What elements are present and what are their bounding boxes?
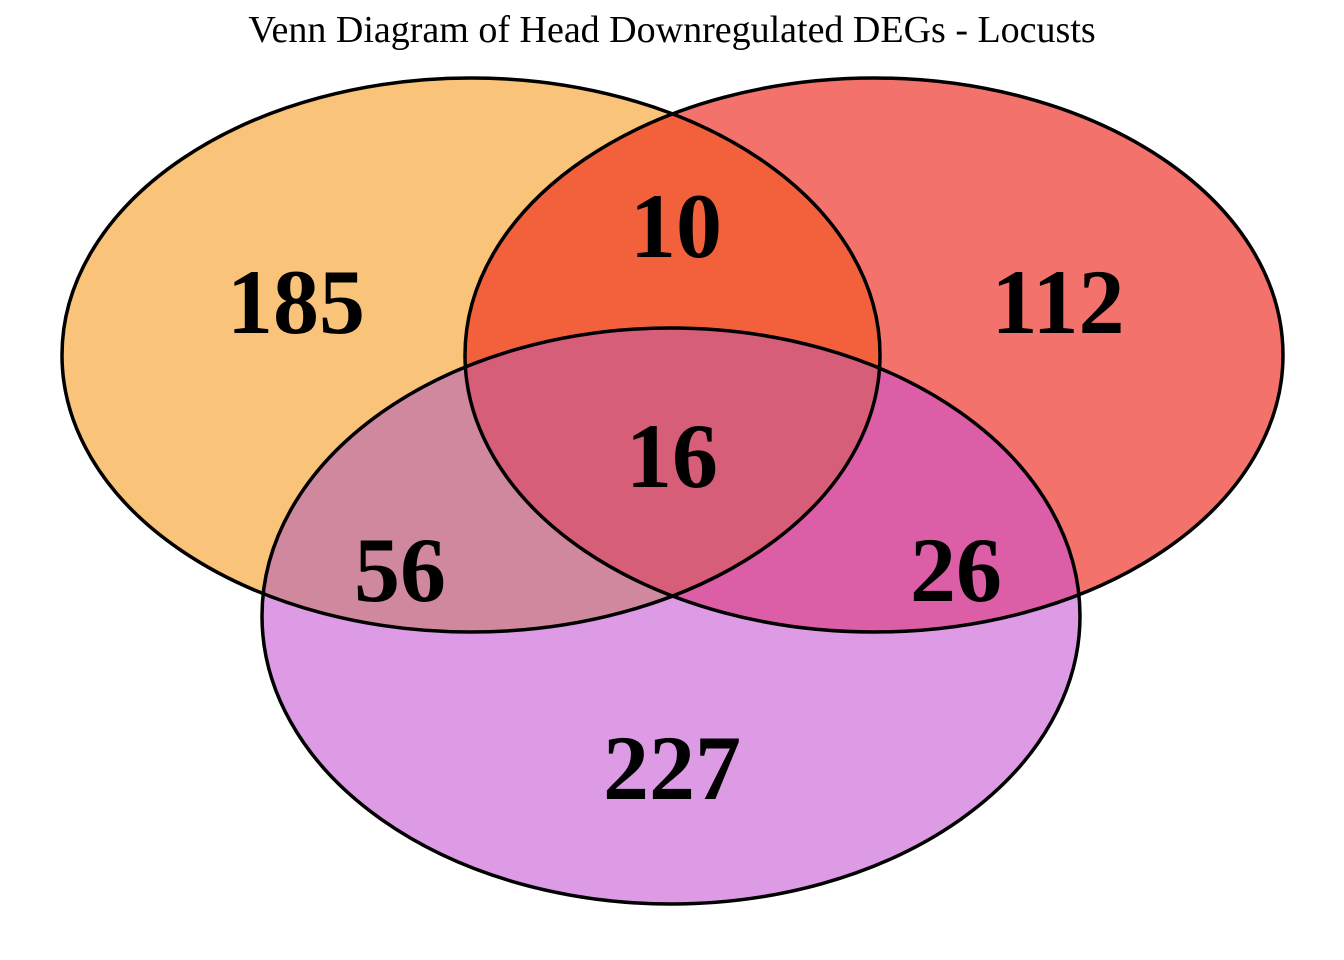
set-c-outline xyxy=(260,326,1082,906)
count-ab-overlap: 10 xyxy=(630,175,722,277)
set-b-outline xyxy=(463,76,1285,634)
count-ac-overlap: 56 xyxy=(354,519,446,621)
count-set-c-only: 227 xyxy=(603,717,741,819)
count-set-a-only: 185 xyxy=(227,251,365,353)
set-a-outline xyxy=(60,76,882,634)
count-abc-overlap: 16 xyxy=(626,405,718,507)
chart-title: Venn Diagram of Head Downregulated DEGs … xyxy=(248,9,1096,51)
count-bc-overlap: 26 xyxy=(910,519,1002,621)
count-set-b-only: 112 xyxy=(991,251,1125,353)
